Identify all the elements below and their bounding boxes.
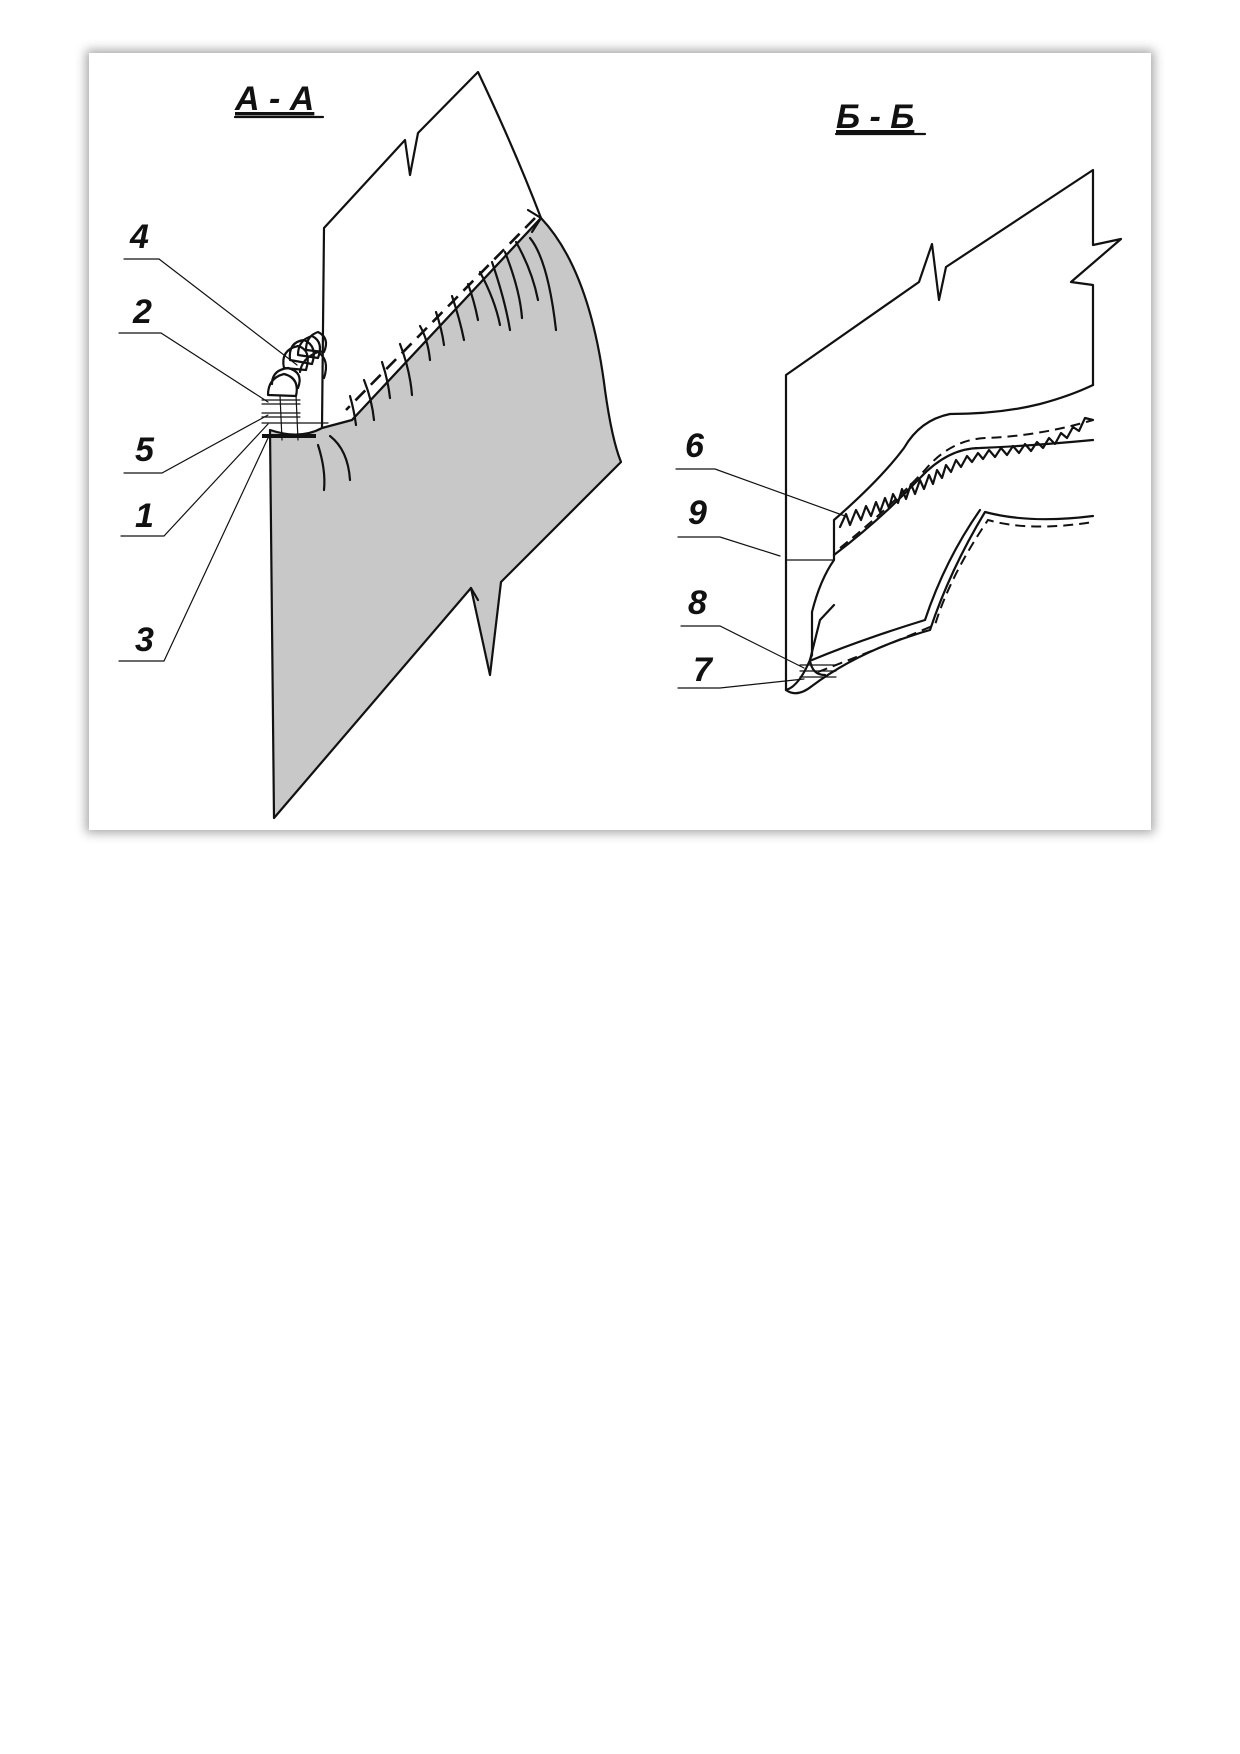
callout-label-1: 1 bbox=[135, 497, 154, 535]
hem-turn bbox=[808, 603, 836, 677]
hem-lower-edge bbox=[784, 536, 836, 692]
leader-6 bbox=[675, 468, 846, 517]
callout-label-9: 9 bbox=[688, 494, 707, 532]
facing-stitch-dashed bbox=[839, 419, 1094, 549]
stitch-line bbox=[345, 217, 536, 411]
callout-label-7: 7 bbox=[693, 651, 714, 689]
break-line-lower bbox=[469, 586, 480, 602]
section-b-drawing bbox=[784, 168, 1123, 695]
leader-3 bbox=[118, 437, 269, 662]
callout-label-8: 8 bbox=[688, 584, 707, 622]
back-panel-outline bbox=[784, 168, 1123, 692]
section-b-callouts: 6 9 8 7 bbox=[675, 427, 846, 689]
facing-lower-edge bbox=[832, 438, 1095, 557]
section-b-title: Б - Б bbox=[836, 98, 914, 136]
leader-7 bbox=[677, 678, 805, 689]
callout-label-4: 4 bbox=[129, 218, 149, 256]
hem-outer-fold bbox=[784, 510, 1095, 695]
leader-2 bbox=[118, 332, 269, 403]
leader-1 bbox=[120, 423, 269, 537]
facing-upper-edge bbox=[832, 383, 1095, 540]
section-a-callouts: 4 2 5 1 3 bbox=[118, 218, 298, 662]
leader-5 bbox=[123, 414, 269, 474]
gather-folds bbox=[316, 236, 558, 492]
leader-4 bbox=[123, 258, 298, 366]
piping-cord bbox=[266, 330, 328, 398]
leader-9 bbox=[677, 536, 781, 557]
section-a-drawing bbox=[261, 70, 623, 820]
callout-label-5: 5 bbox=[135, 431, 155, 469]
seam-edge bbox=[526, 208, 543, 234]
section-a-title: А - А bbox=[234, 80, 314, 118]
callout-label-3: 3 bbox=[135, 621, 154, 659]
callout-label-2: 2 bbox=[132, 293, 152, 331]
hem-stitch-dashed bbox=[817, 518, 1094, 673]
hem-inner-fold bbox=[810, 508, 982, 662]
leader-8 bbox=[680, 625, 805, 669]
overlock-zigzag bbox=[838, 416, 1095, 529]
callout-label-6: 6 bbox=[685, 427, 705, 465]
layer-stitches bbox=[261, 394, 329, 441]
